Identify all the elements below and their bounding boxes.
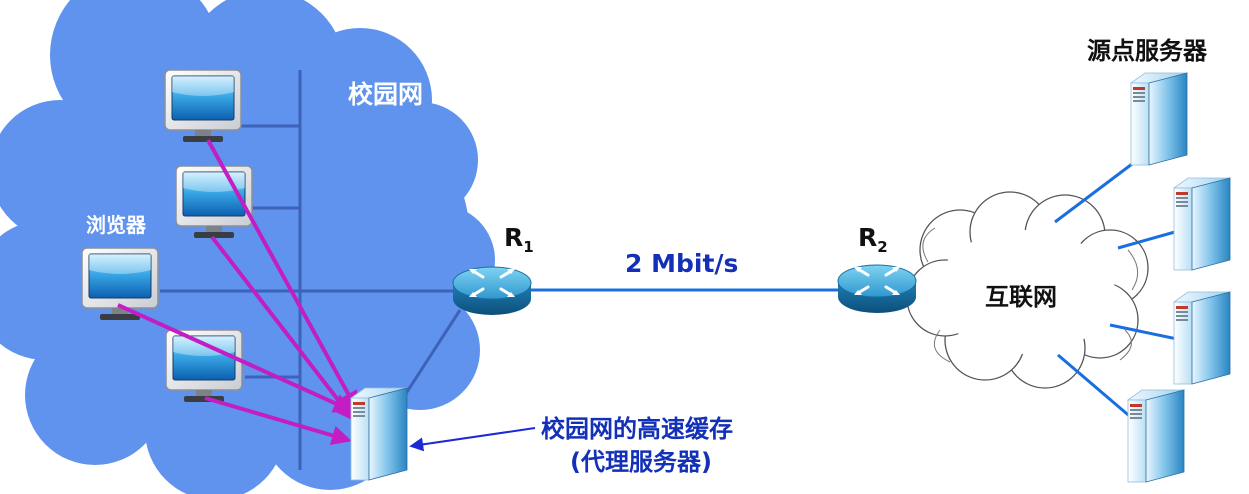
server-tower-icon <box>350 387 408 481</box>
origin-servers-label: 源点服务器 <box>1087 37 1208 65</box>
router-r1-label: R1 <box>504 223 534 256</box>
router-icon <box>836 263 918 315</box>
campus-network-cloud <box>0 0 495 494</box>
cache-label-line1: 校园网的高速缓存 <box>541 415 733 443</box>
origin-server-1 <box>1130 72 1188 166</box>
cache-proxy-server <box>350 387 408 481</box>
server-tower-icon <box>1173 177 1231 271</box>
internet-label: 互联网 <box>985 283 1057 311</box>
server-tower-icon <box>1130 72 1188 166</box>
origin-server-3 <box>1173 291 1231 385</box>
cache-label-line2: (代理服务器) <box>570 448 712 476</box>
router-r2 <box>836 263 918 315</box>
router-icon <box>451 265 533 317</box>
server-tower-icon <box>1127 389 1185 483</box>
campus-network-label: 校园网 <box>348 80 423 109</box>
server-tower-icon <box>1173 291 1231 385</box>
request-arrows <box>117 139 358 446</box>
browser-label: 浏览器 <box>86 213 147 237</box>
internet-cloud <box>906 191 1149 389</box>
link-speed-label: 2 Mbit/s <box>625 249 738 278</box>
origin-server-2 <box>1173 177 1231 271</box>
origin-server-4 <box>1127 389 1185 483</box>
cache-pointer-arrow <box>409 427 536 452</box>
router-r1 <box>451 265 533 317</box>
router-r2-label: R2 <box>858 223 888 256</box>
origin-links <box>1054 156 1183 427</box>
